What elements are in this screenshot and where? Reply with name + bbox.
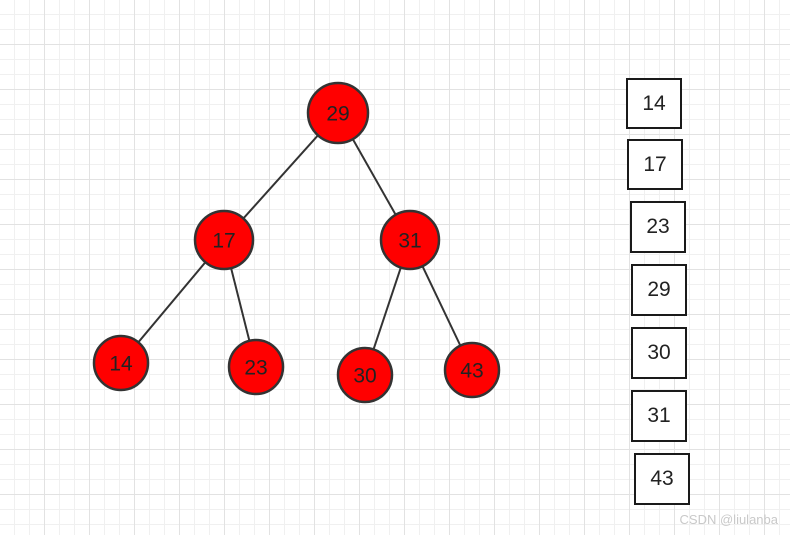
node-label-29: 29 [326,103,349,126]
sorted-value-box-31[interactable]: 31 [631,390,687,442]
tree-node-31[interactable]: 31 [379,209,441,271]
node-label-30: 30 [353,365,376,388]
node-label-14: 14 [109,353,133,376]
sorted-value-box-29[interactable]: 29 [631,264,687,316]
node-circle-43 [443,341,501,399]
sorted-value-box-30[interactable]: 30 [631,327,687,379]
node-label-23: 23 [244,357,267,380]
node-circle-31 [379,209,441,271]
tree-node-30[interactable]: 30 [336,346,394,404]
tree-node-29[interactable]: 29 [306,81,370,145]
node-circle-17 [193,209,255,271]
sorted-value-box-14[interactable]: 14 [626,78,682,129]
tree-nodes: 29 17 31 14 23 30 43 [92,81,501,404]
node-label-31: 31 [398,230,421,253]
tree-node-43[interactable]: 43 [443,341,501,399]
sorted-value-box-23[interactable]: 23 [630,201,686,253]
node-circle-29 [306,81,370,145]
watermark-label: CSDN @liulanba [679,512,778,527]
node-label-17: 17 [212,230,235,253]
tree-node-23[interactable]: 23 [227,338,285,396]
sorted-value-box-17[interactable]: 17 [627,139,683,190]
tree-node-17[interactable]: 17 [193,209,255,271]
sorted-value-box-43[interactable]: 43 [634,453,690,505]
node-label-43: 43 [460,360,483,383]
node-circle-14 [92,334,150,392]
tree-node-14[interactable]: 14 [92,334,150,392]
node-circle-23 [227,338,285,396]
node-circle-30 [336,346,394,404]
